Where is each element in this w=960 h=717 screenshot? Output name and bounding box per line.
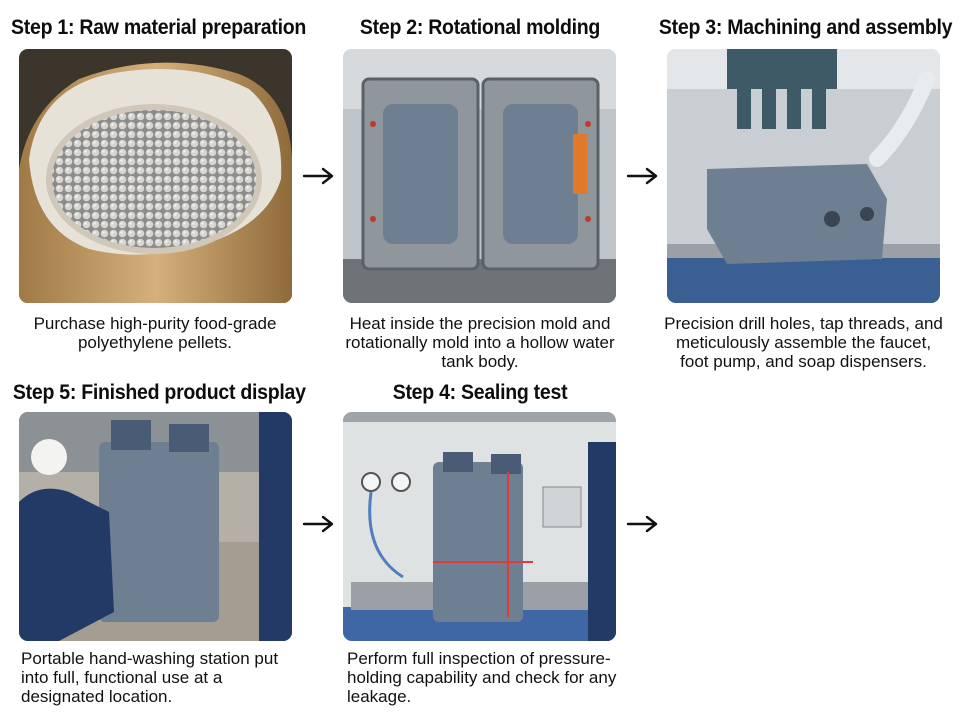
finished-product-illustration bbox=[19, 412, 292, 641]
step5-caption: Portable hand-washing station put into f… bbox=[21, 649, 279, 706]
step1-image bbox=[19, 49, 292, 303]
step5-image bbox=[19, 412, 292, 641]
pellets-bag-illustration bbox=[19, 49, 292, 303]
rotational-mold-illustration bbox=[343, 49, 616, 303]
step4-title: Step 4: Sealing test bbox=[392, 381, 568, 404]
step3-title: Step 3: Machining and assembly bbox=[658, 16, 953, 39]
step5-title: Step 5: Finished product display bbox=[12, 381, 306, 404]
sealing-test-illustration bbox=[343, 412, 616, 641]
step1-caption: Purchase high-purity food-grade polyethy… bbox=[33, 314, 277, 352]
step4-caption: Perform full inspection of pressure-hold… bbox=[347, 649, 617, 706]
step4-image bbox=[343, 412, 616, 641]
step1-title: Step 1: Raw material preparation bbox=[11, 16, 307, 39]
step2-caption: Heat inside the precision mold and rotat… bbox=[345, 314, 615, 371]
step2-image bbox=[343, 49, 616, 303]
step2-title: Step 2: Rotational molding bbox=[359, 16, 601, 39]
machining-illustration bbox=[667, 49, 940, 303]
arrow-right-icon bbox=[302, 514, 336, 534]
arrow-right-icon bbox=[302, 166, 336, 186]
step3-image bbox=[667, 49, 940, 303]
step3-caption: Precision drill holes, tap threads, and … bbox=[664, 314, 943, 371]
arrow-right-icon bbox=[626, 514, 660, 534]
arrow-right-icon bbox=[626, 166, 660, 186]
